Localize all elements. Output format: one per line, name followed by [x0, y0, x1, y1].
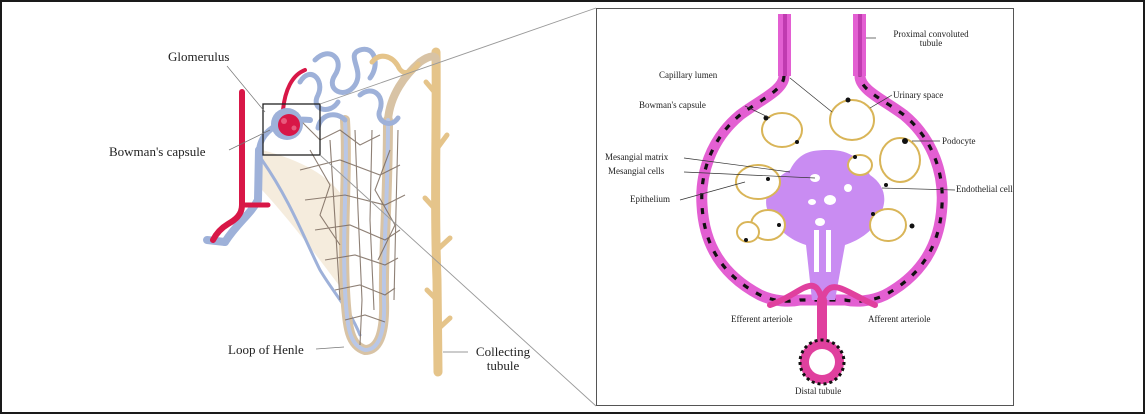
label-podocyte: Podocyte	[942, 137, 976, 146]
label-loop-of-henle: Loop of Henle	[228, 343, 304, 357]
label-epithelium: Epithelium	[630, 195, 670, 204]
label-afferent-arteriole: Afferent arteriole	[868, 315, 931, 324]
label-capillary-lumen: Capillary lumen	[659, 71, 717, 80]
proximal-tubule	[778, 14, 866, 76]
label-efferent-arteriole: Efferent arteriole	[731, 315, 793, 324]
label-bowmans-capsule: Bowman's capsule	[109, 145, 206, 159]
label-mesangial-matrix: Mesangial matrix	[605, 153, 668, 162]
label-distal-tubule: Distal tubule	[795, 387, 841, 396]
label-collecting-line-1: Collecting	[470, 345, 536, 359]
label-proximal-tubule: Proximal convoluted tubule	[878, 30, 984, 49]
label-proximal-line-2: tubule	[878, 39, 984, 48]
label-glomerulus: Glomerulus	[168, 50, 229, 64]
label-endothelial-cell: Endothelial cell	[956, 185, 1013, 194]
label-mesangial-cells: Mesangial cells	[608, 167, 664, 176]
label-urinary-space: Urinary space	[893, 91, 943, 100]
label-bowmans-capsule-inset: Bowman's capsule	[639, 101, 706, 110]
label-collecting-line-2: tubule	[470, 359, 536, 373]
label-collecting-tubule: Collecting tubule	[470, 345, 536, 372]
